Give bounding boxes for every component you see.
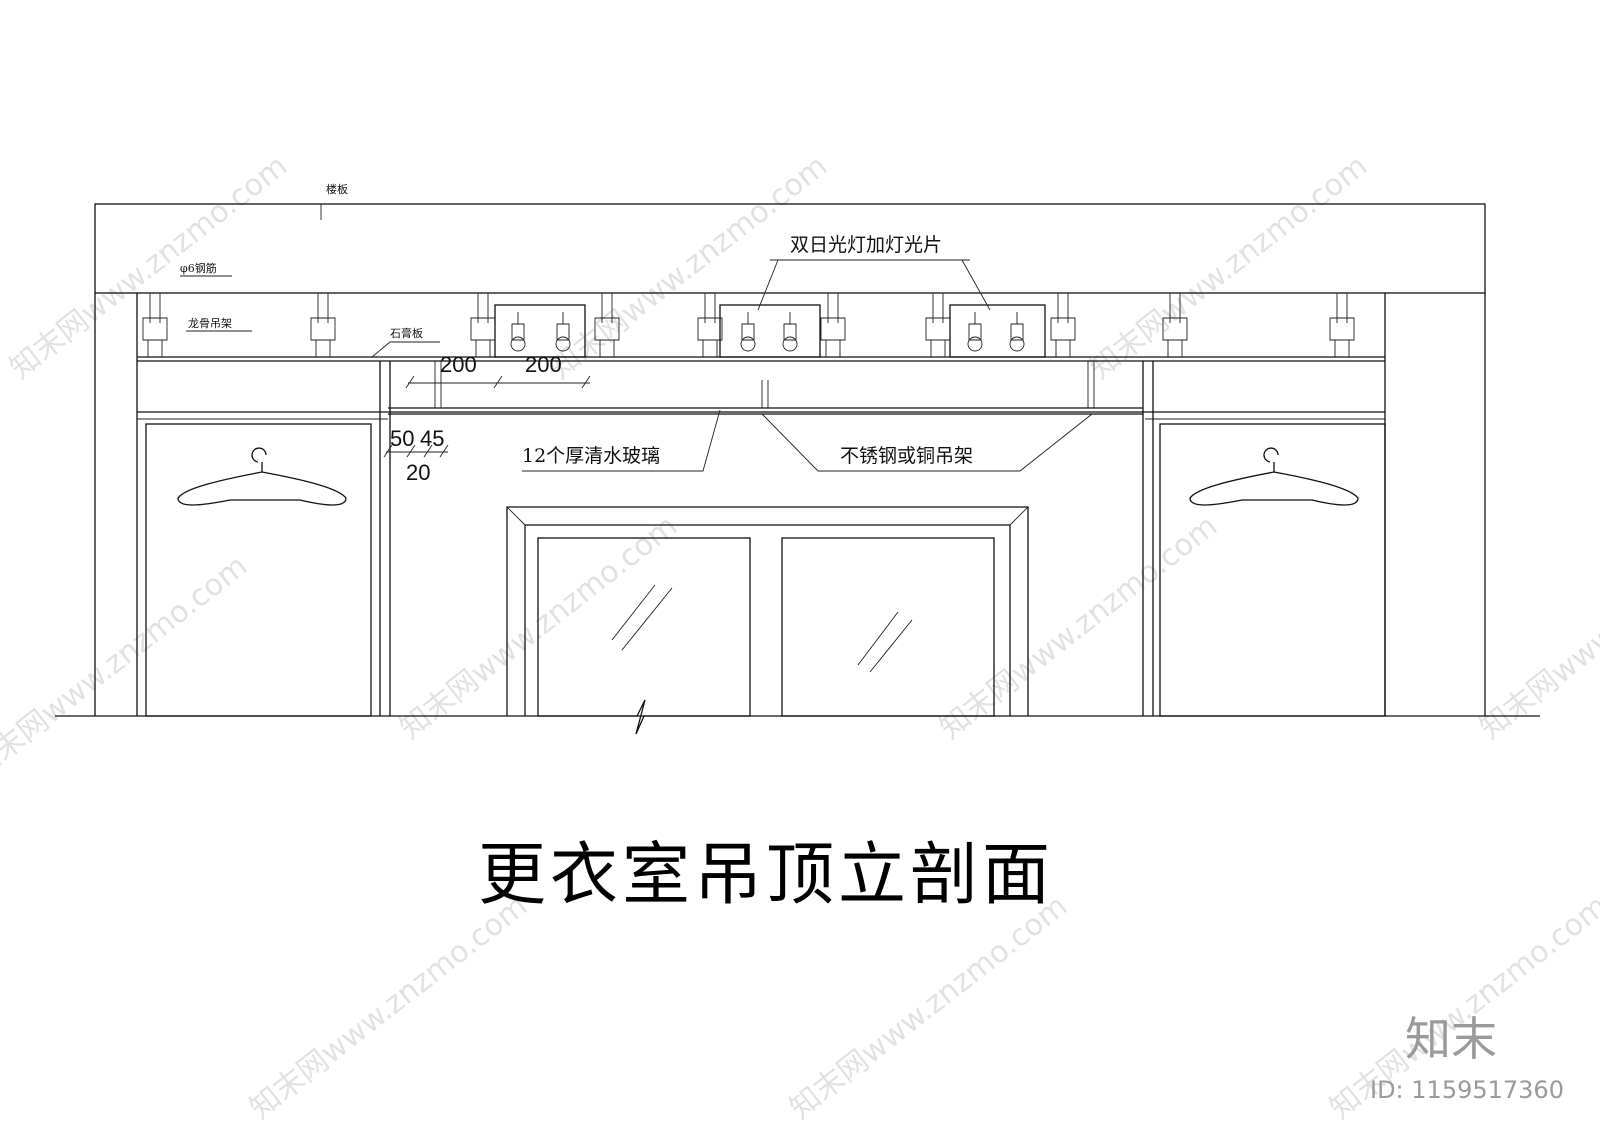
clothes-hanger (177, 447, 347, 506)
slab-label: 楼板 (326, 182, 348, 196)
light-box-label: 双日光灯加灯光片 (790, 234, 942, 256)
hanger-label: 不锈钢或铜吊架 (840, 445, 973, 467)
watermark-text: 知末网www.znzmo.com (1083, 148, 1374, 386)
dimension-label: 200 (440, 352, 477, 377)
entrance-door (506, 506, 1029, 717)
gypsum-board-label: 石膏板 (390, 326, 423, 340)
light-box (719, 304, 821, 358)
watermark-text: 知末网www.znzmo.com (783, 888, 1074, 1126)
drawing-title: 更衣室吊顶立剖面 (478, 836, 1054, 915)
ground-line (55, 699, 1540, 735)
watermark-text: 知末网www.znzmo.com (0, 548, 254, 786)
watermark-layer: 知末网www.znzmo.com 知末网www.znzmo.com 知末网www… (0, 148, 1600, 1126)
dimension-label: 45 (420, 426, 444, 451)
dimension-label: 200 (525, 352, 562, 377)
glass-label: 12个厚清水玻璃 (522, 445, 660, 467)
leader-lines (180, 259, 1093, 472)
dimension-label: 20 (406, 460, 430, 485)
watermark-text: 知末网www.znzmo.com (933, 508, 1224, 746)
ceiling-structure (94, 293, 1486, 717)
floor-slab (94, 203, 1486, 294)
rebar-label: φ6钢筋 (180, 261, 217, 275)
light-box (949, 304, 1046, 358)
dimension-label: 50 (390, 426, 414, 451)
light-boxes (494, 304, 1046, 358)
light-box (494, 304, 586, 358)
keel-hanger-label: 龙骨吊架 (188, 317, 232, 330)
image-id: ID: 1159517360 (1370, 1076, 1564, 1104)
watermark-text: 知末网www.znzmo.com (243, 888, 534, 1126)
dimension-lines (383, 375, 591, 458)
brand-logo: 知末 (1405, 1012, 1497, 1066)
watermark-text: 知末网www.znzmo.com (1473, 508, 1600, 746)
keel-hangers (142, 293, 1355, 357)
watermark-text: 知末网www.znzmo.com (3, 148, 294, 386)
clothes-hanger (1189, 447, 1359, 506)
